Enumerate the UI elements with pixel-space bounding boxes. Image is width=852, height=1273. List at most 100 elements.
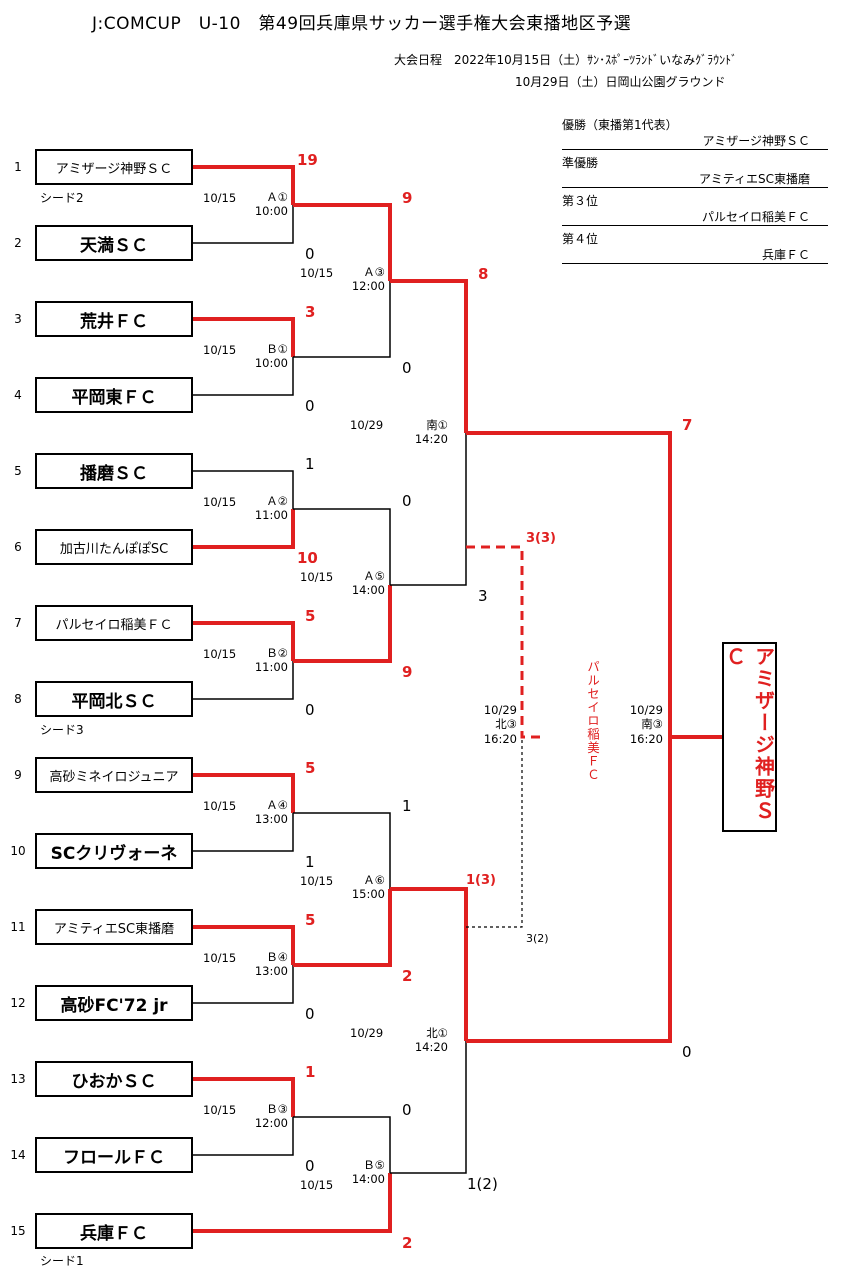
score: 0 <box>305 397 315 415</box>
seed-number: 14 <box>10 1148 26 1162</box>
match-info: Ｂ② 11:00 <box>255 646 288 675</box>
result-divider <box>562 149 828 150</box>
seed-number: 4 <box>14 388 22 402</box>
match-code: 南③ <box>641 717 663 732</box>
score: 1 <box>305 853 315 871</box>
team-box: 高砂ミネイロジュニア <box>35 757 193 793</box>
seed-number: 10 <box>10 844 26 858</box>
match-date: 10/15 <box>300 570 334 584</box>
result-divider <box>562 263 828 264</box>
seed-note: シード2 <box>40 191 84 205</box>
team-box: アミザージ神野ＳＣ <box>35 149 193 185</box>
match-code: Ａ③ <box>363 265 385 279</box>
seed-number: 5 <box>14 464 22 478</box>
score: 9 <box>402 189 413 207</box>
bracket-line-winner <box>193 773 295 813</box>
match-time: 13:00 <box>254 812 288 827</box>
team-box: SCクリヴォーネ <box>35 833 193 869</box>
result-team-4th: 兵庫ＦＣ <box>761 248 810 262</box>
bracket-line-winner <box>466 737 672 1043</box>
match-code: Ｂ② <box>266 646 288 660</box>
match-date: 10/15 <box>300 266 334 280</box>
match-time: 12:00 <box>254 1116 288 1131</box>
match-code: Ａ① <box>266 190 288 204</box>
seed-number: 15 <box>10 1224 26 1238</box>
match-date: 10/15 <box>203 951 237 965</box>
bracket-line <box>193 357 294 396</box>
score: 3 <box>305 303 316 321</box>
seed-note: シード3 <box>40 723 84 737</box>
match-code: Ｂ③ <box>266 1102 288 1116</box>
bracket-line <box>193 1117 294 1156</box>
schedule-line-2: 10月29日（土）日岡山公園グラウンド <box>515 75 726 89</box>
bracket-line-winner <box>193 1077 295 1117</box>
match-time: 11:00 <box>254 508 288 523</box>
bracket-line <box>193 965 294 1004</box>
score: 7 <box>682 416 693 434</box>
result-team-2nd: アミティエSC東播磨 <box>698 172 810 186</box>
score: 0 <box>402 492 412 510</box>
match-date: 10/29 <box>483 703 517 717</box>
result-team-3rd: パルセイロ稲美ＦＣ <box>701 210 810 224</box>
match-date: 10/15 <box>203 343 237 357</box>
bracket-line <box>193 205 294 244</box>
match-date: 10/15 <box>300 874 334 888</box>
match-info: Ｂ③ 12:00 <box>255 1102 288 1131</box>
bracket-line <box>193 813 294 852</box>
match-code: Ａ② <box>266 494 288 508</box>
match-info: 南① 14:20 <box>415 418 448 447</box>
team-box: 平岡北ＳＣ <box>35 681 193 717</box>
team-box: 高砂FC'72 jr <box>35 985 193 1021</box>
match-time: 16:20 <box>483 731 517 746</box>
score: 1 <box>305 455 315 473</box>
score: 0 <box>305 245 315 263</box>
match-code: Ａ⑥ <box>363 873 385 887</box>
match-info: Ａ⑥ 15:00 <box>352 873 385 902</box>
seed-number: 9 <box>14 768 22 782</box>
team-box: 荒井ＦＣ <box>35 301 193 337</box>
match-code: Ｂ⑤ <box>363 1158 385 1172</box>
score: 1 <box>402 797 412 815</box>
match-date: 10/29 <box>350 1026 384 1040</box>
match-info: 10/29 北③ 16:20 <box>484 703 517 746</box>
bracket-line-winner <box>193 621 295 661</box>
score: 0 <box>305 1157 315 1175</box>
bracket-line-winner <box>293 203 392 281</box>
score: 3(2) <box>526 932 549 945</box>
bracket-line-winner <box>466 545 542 739</box>
seed-number: 11 <box>10 920 26 934</box>
score: 0 <box>305 701 315 719</box>
match-info: Ｂ⑤ 14:00 <box>352 1158 385 1187</box>
match-time: 10:00 <box>254 356 288 371</box>
match-info: Ａ⑤ 14:00 <box>352 569 385 598</box>
result-divider <box>562 225 828 226</box>
seed-number: 12 <box>10 996 26 1010</box>
match-code: Ａ⑤ <box>363 569 385 583</box>
match-info: Ｂ① 10:00 <box>255 342 288 371</box>
match-code: 北① <box>426 1026 448 1040</box>
score: 5 <box>305 911 316 929</box>
score: 8 <box>478 265 489 283</box>
match-info: 北① 14:20 <box>415 1026 448 1055</box>
result-label-2nd: 準優勝 <box>562 156 599 170</box>
match-code: Ｂ④ <box>266 950 288 964</box>
score: 3 <box>478 587 488 605</box>
match-code: 北③ <box>495 717 517 732</box>
bracket-line-winner <box>193 317 295 357</box>
bracket-line <box>193 470 294 509</box>
seed-number: 6 <box>14 540 22 554</box>
third-place-winner-label: パルセイロ稲美ＦＣ <box>585 660 600 782</box>
match-time: 10:00 <box>254 204 288 219</box>
seed-note: シード1 <box>40 1254 84 1268</box>
bracket-line-winner <box>390 887 468 1041</box>
result-label-1st: 優勝（東播第1代表） <box>562 118 678 132</box>
match-time: 14:20 <box>414 432 448 447</box>
bracket-line-winner <box>193 925 295 965</box>
seed-number: 1 <box>14 160 22 174</box>
match-info: Ａ② 11:00 <box>255 494 288 523</box>
team-box: アミティエSC東播磨 <box>35 909 193 945</box>
bracket-line <box>293 812 391 889</box>
score: 2 <box>402 1234 413 1252</box>
